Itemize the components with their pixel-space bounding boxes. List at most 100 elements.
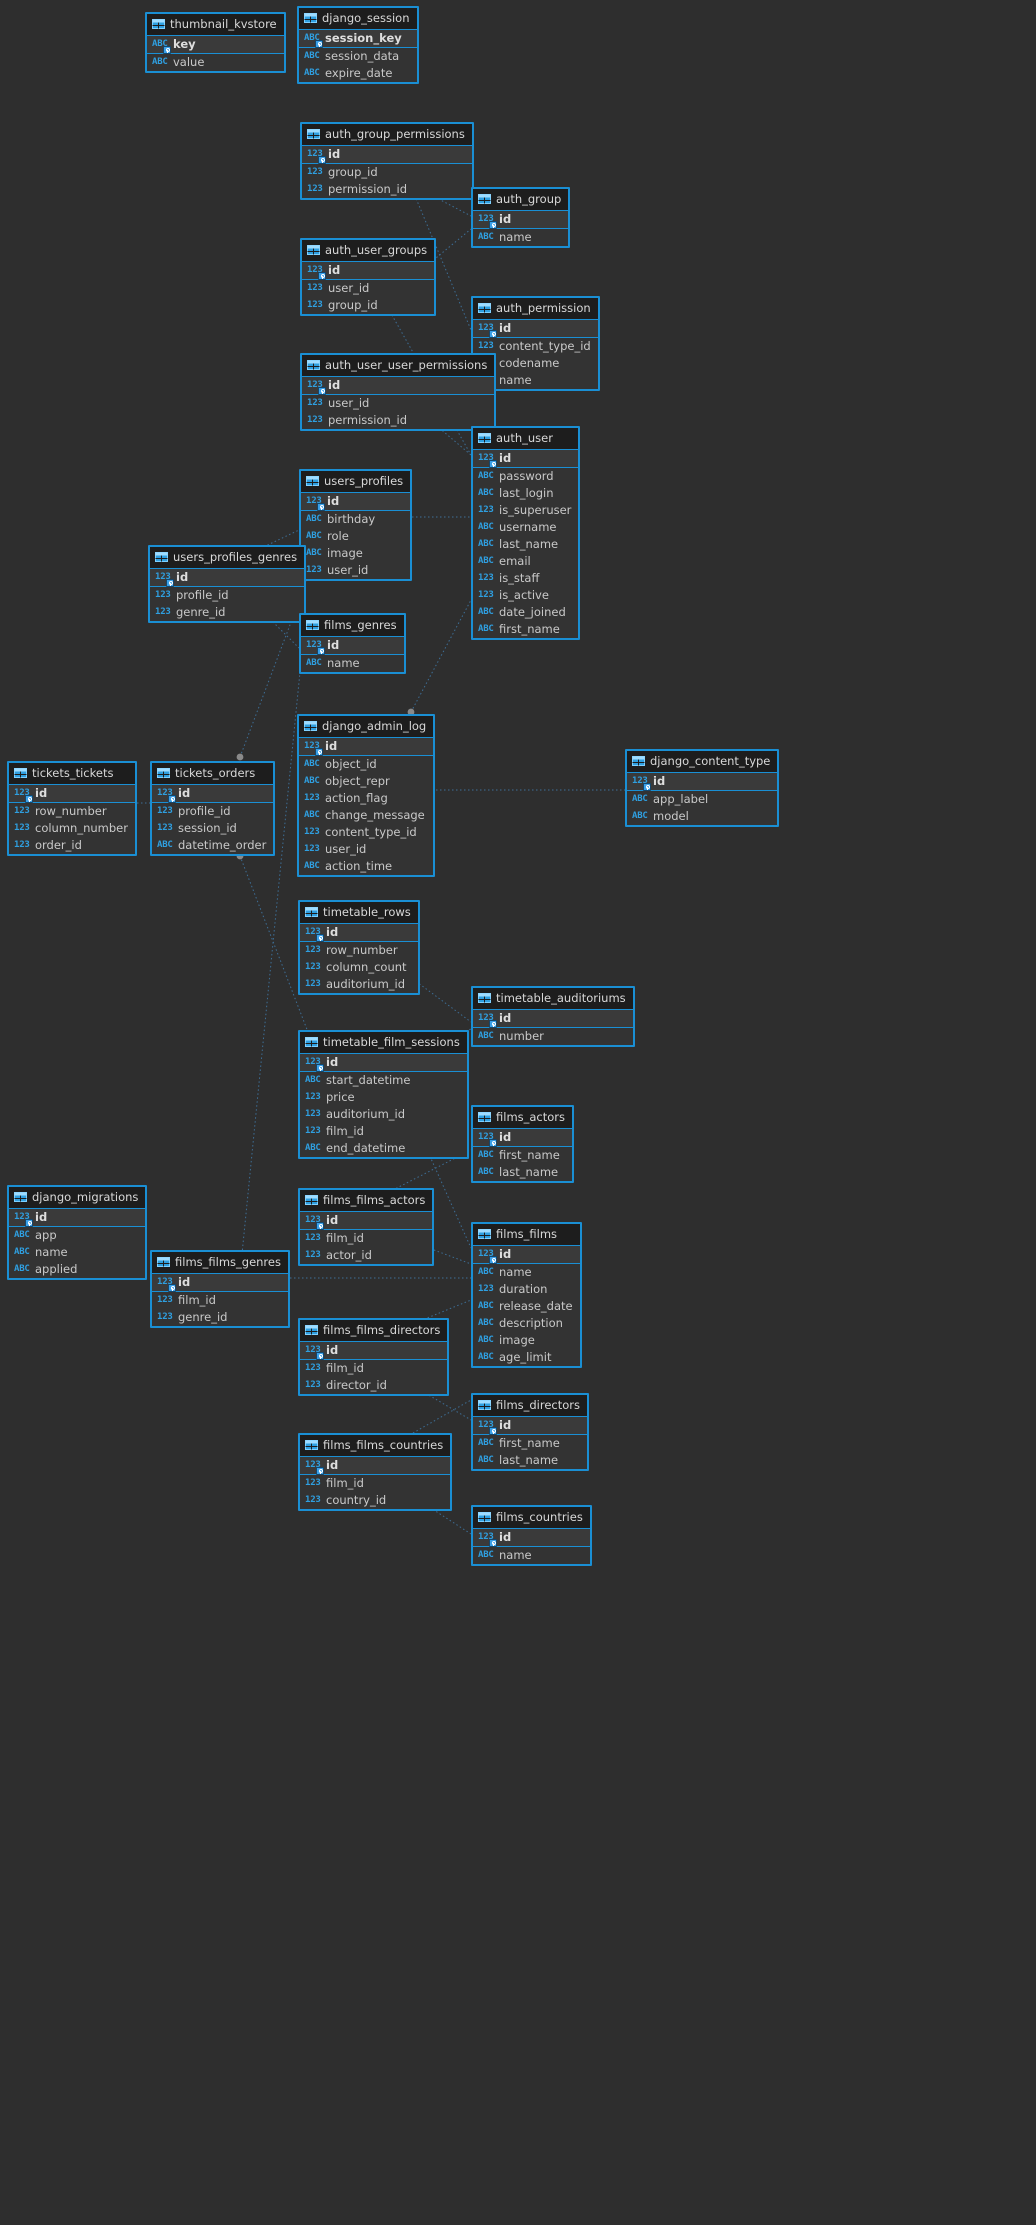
table-header[interactable]: films_genres xyxy=(301,615,404,637)
table-header[interactable]: django_migrations xyxy=(9,1187,146,1209)
table-header[interactable]: timetable_rows xyxy=(300,902,418,924)
table-header[interactable]: films_films_actors xyxy=(300,1190,433,1212)
table-header[interactable]: auth_group xyxy=(473,189,569,211)
table-header[interactable]: films_films xyxy=(473,1224,580,1246)
table-header[interactable]: tickets_tickets xyxy=(9,763,135,785)
table-header[interactable]: films_countries xyxy=(473,1507,590,1529)
table-header[interactable]: films_films_countries xyxy=(300,1435,451,1457)
table-header[interactable]: films_films_genres xyxy=(152,1252,288,1274)
table-header[interactable]: timetable_film_sessions xyxy=(300,1032,467,1054)
table-header[interactable]: django_session xyxy=(299,8,417,30)
table-header[interactable]: thumbnail_kvstore xyxy=(147,14,284,36)
table-header[interactable]: django_admin_log xyxy=(299,716,434,738)
table-header[interactable]: users_profiles xyxy=(301,471,411,493)
table-header[interactable]: auth_group_permissions xyxy=(302,124,472,146)
table-header[interactable]: films_directors xyxy=(473,1395,588,1417)
table-header[interactable]: films_films_directors xyxy=(300,1320,448,1342)
table-header[interactable]: auth_user_user_permissions xyxy=(302,355,495,377)
table-header[interactable]: timetable_auditoriums xyxy=(473,988,633,1010)
